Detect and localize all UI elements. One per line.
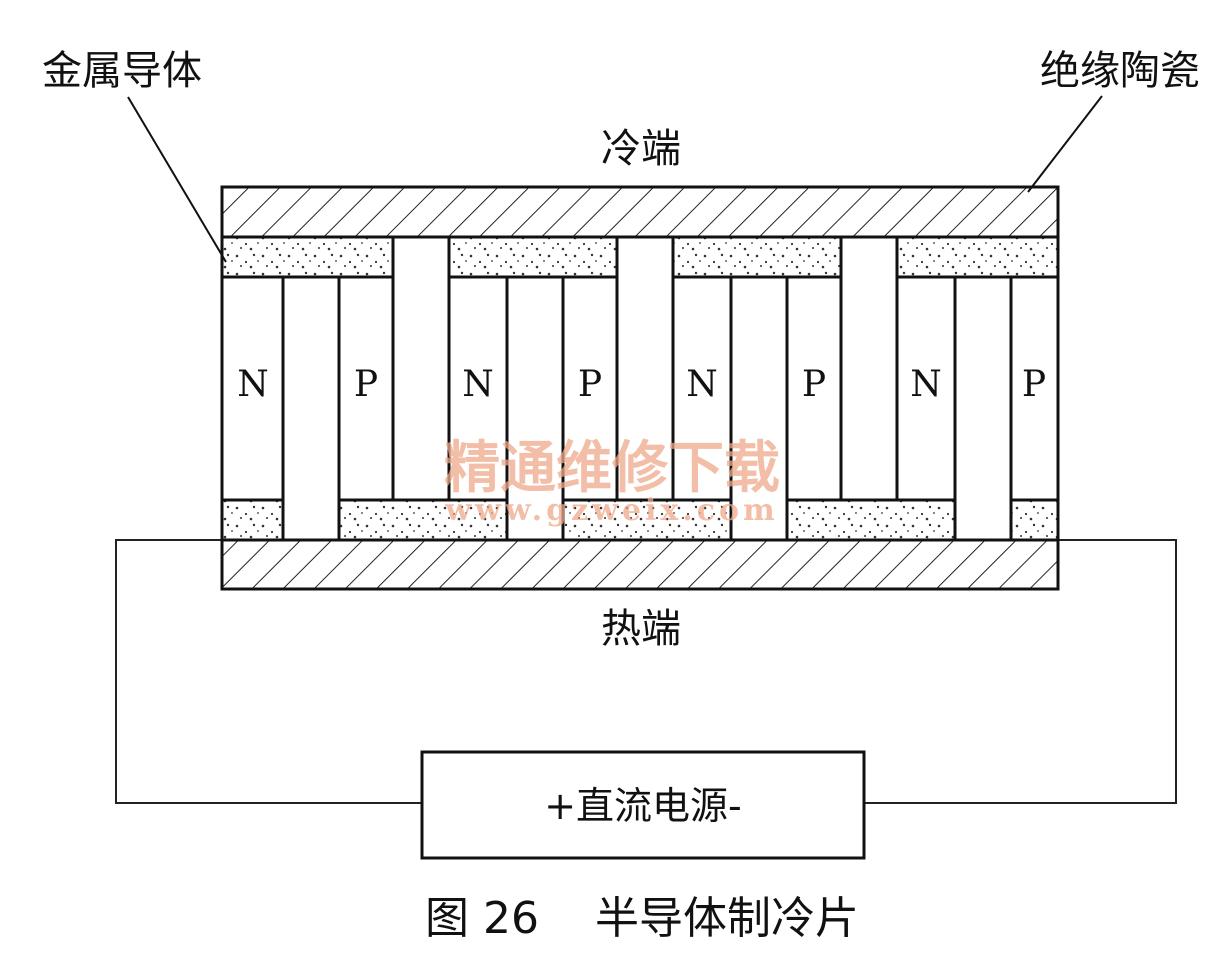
leg-label-p: P <box>802 364 826 405</box>
label-hot-end: 热端 <box>601 606 681 652</box>
semiconductor-leg <box>220 275 285 502</box>
semiconductor-legs <box>220 275 1060 502</box>
semiconductor-leg <box>785 275 843 502</box>
gap-column <box>729 275 789 542</box>
top-conductor <box>895 235 1060 279</box>
top-conductor <box>220 235 395 279</box>
top-conductor <box>671 235 843 279</box>
bottom-conductor <box>337 498 509 542</box>
bottom-conductors <box>220 498 1060 542</box>
power-source-label: +直流电源- <box>544 784 742 828</box>
semiconductor-leg <box>895 275 957 502</box>
label-metal-conductor: 金属导体 <box>42 48 202 94</box>
semiconductor-leg <box>671 275 733 502</box>
semiconductor-leg <box>337 275 395 502</box>
wire-left <box>115 539 422 804</box>
gap-column <box>953 275 1013 542</box>
bottom-conductor <box>220 498 285 542</box>
leg-label-p: P <box>1022 364 1046 405</box>
gap-column <box>839 235 899 502</box>
semiconductor-leg <box>561 275 619 502</box>
leg-label-n: N <box>462 364 494 405</box>
figure-caption: 图 26 半导体制冷片 <box>425 893 859 944</box>
gap-column <box>281 275 341 542</box>
power-source-box <box>420 750 866 860</box>
leg-label-p: P <box>354 364 378 405</box>
watermark-title: 精通维修下载 <box>444 435 780 501</box>
leg-label-n: N <box>910 364 942 405</box>
label-insulating-ceramic: 绝缘陶瓷 <box>1040 48 1200 94</box>
gap-column <box>615 235 675 502</box>
leg-label-n: N <box>686 364 718 405</box>
leg-label-p: P <box>578 364 602 405</box>
semiconductor-leg <box>1009 275 1060 502</box>
semiconductor-leg <box>447 275 509 502</box>
top-conductor <box>447 235 619 279</box>
leader-line-metal-conductor <box>127 96 227 263</box>
gap-column <box>391 235 451 502</box>
bottom-conductor <box>785 498 957 542</box>
bottom-ceramic-plate <box>220 538 1060 591</box>
bottom-conductor <box>1009 498 1060 542</box>
leg-labels: N P N P N P N P <box>237 364 1046 405</box>
leader-line-insulating-ceramic <box>1027 95 1103 193</box>
wire-right <box>864 539 1177 804</box>
top-ceramic-plate <box>220 185 1060 239</box>
watermark-url: www.gzweix.com <box>444 493 779 528</box>
label-cold-end: 冷端 <box>601 126 681 172</box>
leg-label-n: N <box>237 364 269 405</box>
bottom-conductor <box>561 498 733 542</box>
